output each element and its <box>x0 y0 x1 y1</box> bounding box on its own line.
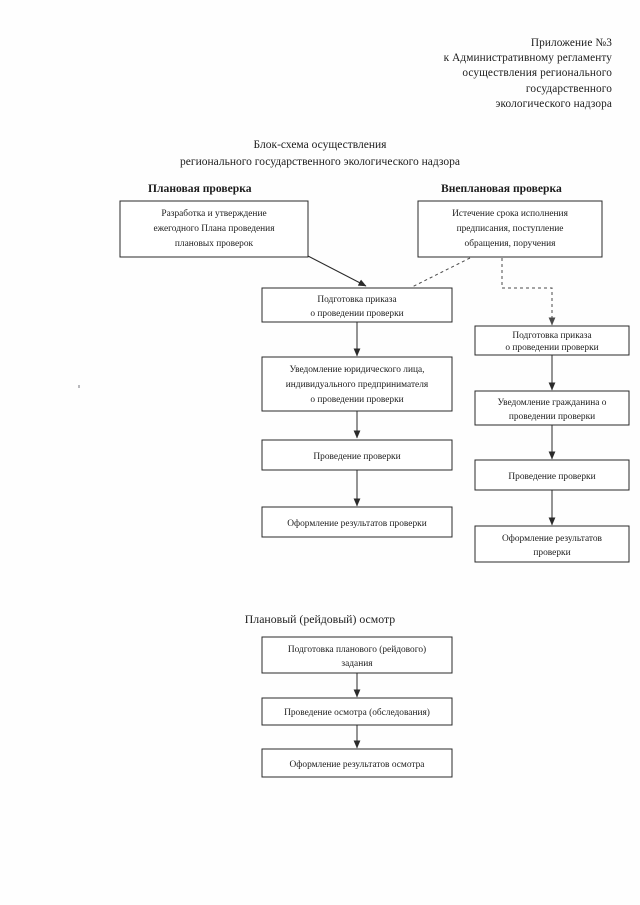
box-raid-survey-line-1: Проведение осмотра (обследования) <box>284 707 430 718</box>
box-right-results-line-2: проверки <box>533 548 570 558</box>
box-center-notice <box>261 356 453 412</box>
box-raid-task-line-2: задания <box>341 659 373 669</box>
box-center-order-line-2: о проведении проверки <box>310 309 403 319</box>
appendix-line-1: Приложение №3 <box>530 37 612 49</box>
box-raid-survey <box>261 697 453 726</box>
box-unplanned-start-line-2: предписания, поступление <box>457 224 564 234</box>
box-right-notice <box>474 390 630 426</box>
box-center-order-line-1: Подготовка приказа <box>317 295 397 305</box>
box-raid-task <box>261 636 453 674</box>
box-center-notice-line-3: о проведении проверки <box>310 395 403 405</box>
box-planned-start <box>119 200 309 258</box>
heading-unplanned-inspection: Внеплановая проверка <box>441 182 562 195</box>
appendix-reference: Приложение №3 к Административному реглам… <box>322 36 612 112</box>
box-center-inspection <box>261 439 453 471</box>
box-right-results <box>474 525 630 563</box>
box-right-order <box>474 325 630 356</box>
box-right-results-line-1: Оформление результатов <box>502 533 603 544</box>
box-raid-task-line-1: Подготовка планового (рейдового) <box>288 644 426 655</box>
box-right-notice-line-1: Уведомление гражданина о <box>498 398 607 408</box>
box-center-notice-line-1: Уведомление юридического лица, <box>290 365 425 375</box>
box-planned-start-line-1: Разработка и утверждение <box>161 208 266 219</box>
box-center-order <box>261 287 453 323</box>
box-unplanned-start <box>417 200 603 258</box>
box-raid-results <box>261 748 453 778</box>
box-center-results-line-1: Оформление результатов проверки <box>287 518 426 529</box>
box-right-order-line-2: о проведении проверки <box>505 343 598 353</box>
connector-planned-to-order <box>307 255 367 287</box>
box-right-inspection-line-1: Проведение проверки <box>508 472 595 482</box>
heading-planned-inspection: Плановая проверка <box>148 182 252 195</box>
appendix-line-5: экологического надзора <box>495 97 612 110</box>
box-unplanned-start-line-3: обращения, поручения <box>465 238 557 249</box>
box-center-results <box>261 506 453 538</box>
page-title-line-1: Блок-схема осуществления <box>253 139 387 151</box>
heading-planned-raid: Плановый (рейдовый) осмотр <box>244 612 396 626</box>
appendix-line-2: к Административному регламенту <box>443 52 612 65</box>
box-planned-start-line-2: ежегодного Плана проведения <box>153 224 275 234</box>
box-center-inspection-line-1: Проведение проверки <box>313 452 400 462</box>
box-right-order-line-1: Подготовка приказа <box>512 331 592 341</box>
page-title: Блок-схема осуществления регионального г… <box>0 137 640 171</box>
box-right-notice-line-2: проведении проверки <box>509 412 595 422</box>
box-unplanned-start-line-1: Истечение срока исполнения <box>452 209 568 219</box>
connector-unplanned-to-center-order <box>411 257 471 288</box>
appendix-line-4: государственного <box>525 82 612 95</box>
scan-speck <box>78 385 80 388</box>
connector-unplanned-to-right-order <box>501 258 556 326</box>
box-raid-results-line-1: Оформление результатов осмотра <box>290 759 426 770</box>
box-planned-start-line-3: плановых проверок <box>175 239 254 249</box>
box-right-inspection <box>474 459 630 491</box>
page-title-line-2: регионального государственного экологиче… <box>180 156 460 168</box>
appendix-line-3: осуществления регионального <box>462 67 612 80</box>
box-center-notice-line-2: индивидуального предпринимателя <box>286 380 429 390</box>
